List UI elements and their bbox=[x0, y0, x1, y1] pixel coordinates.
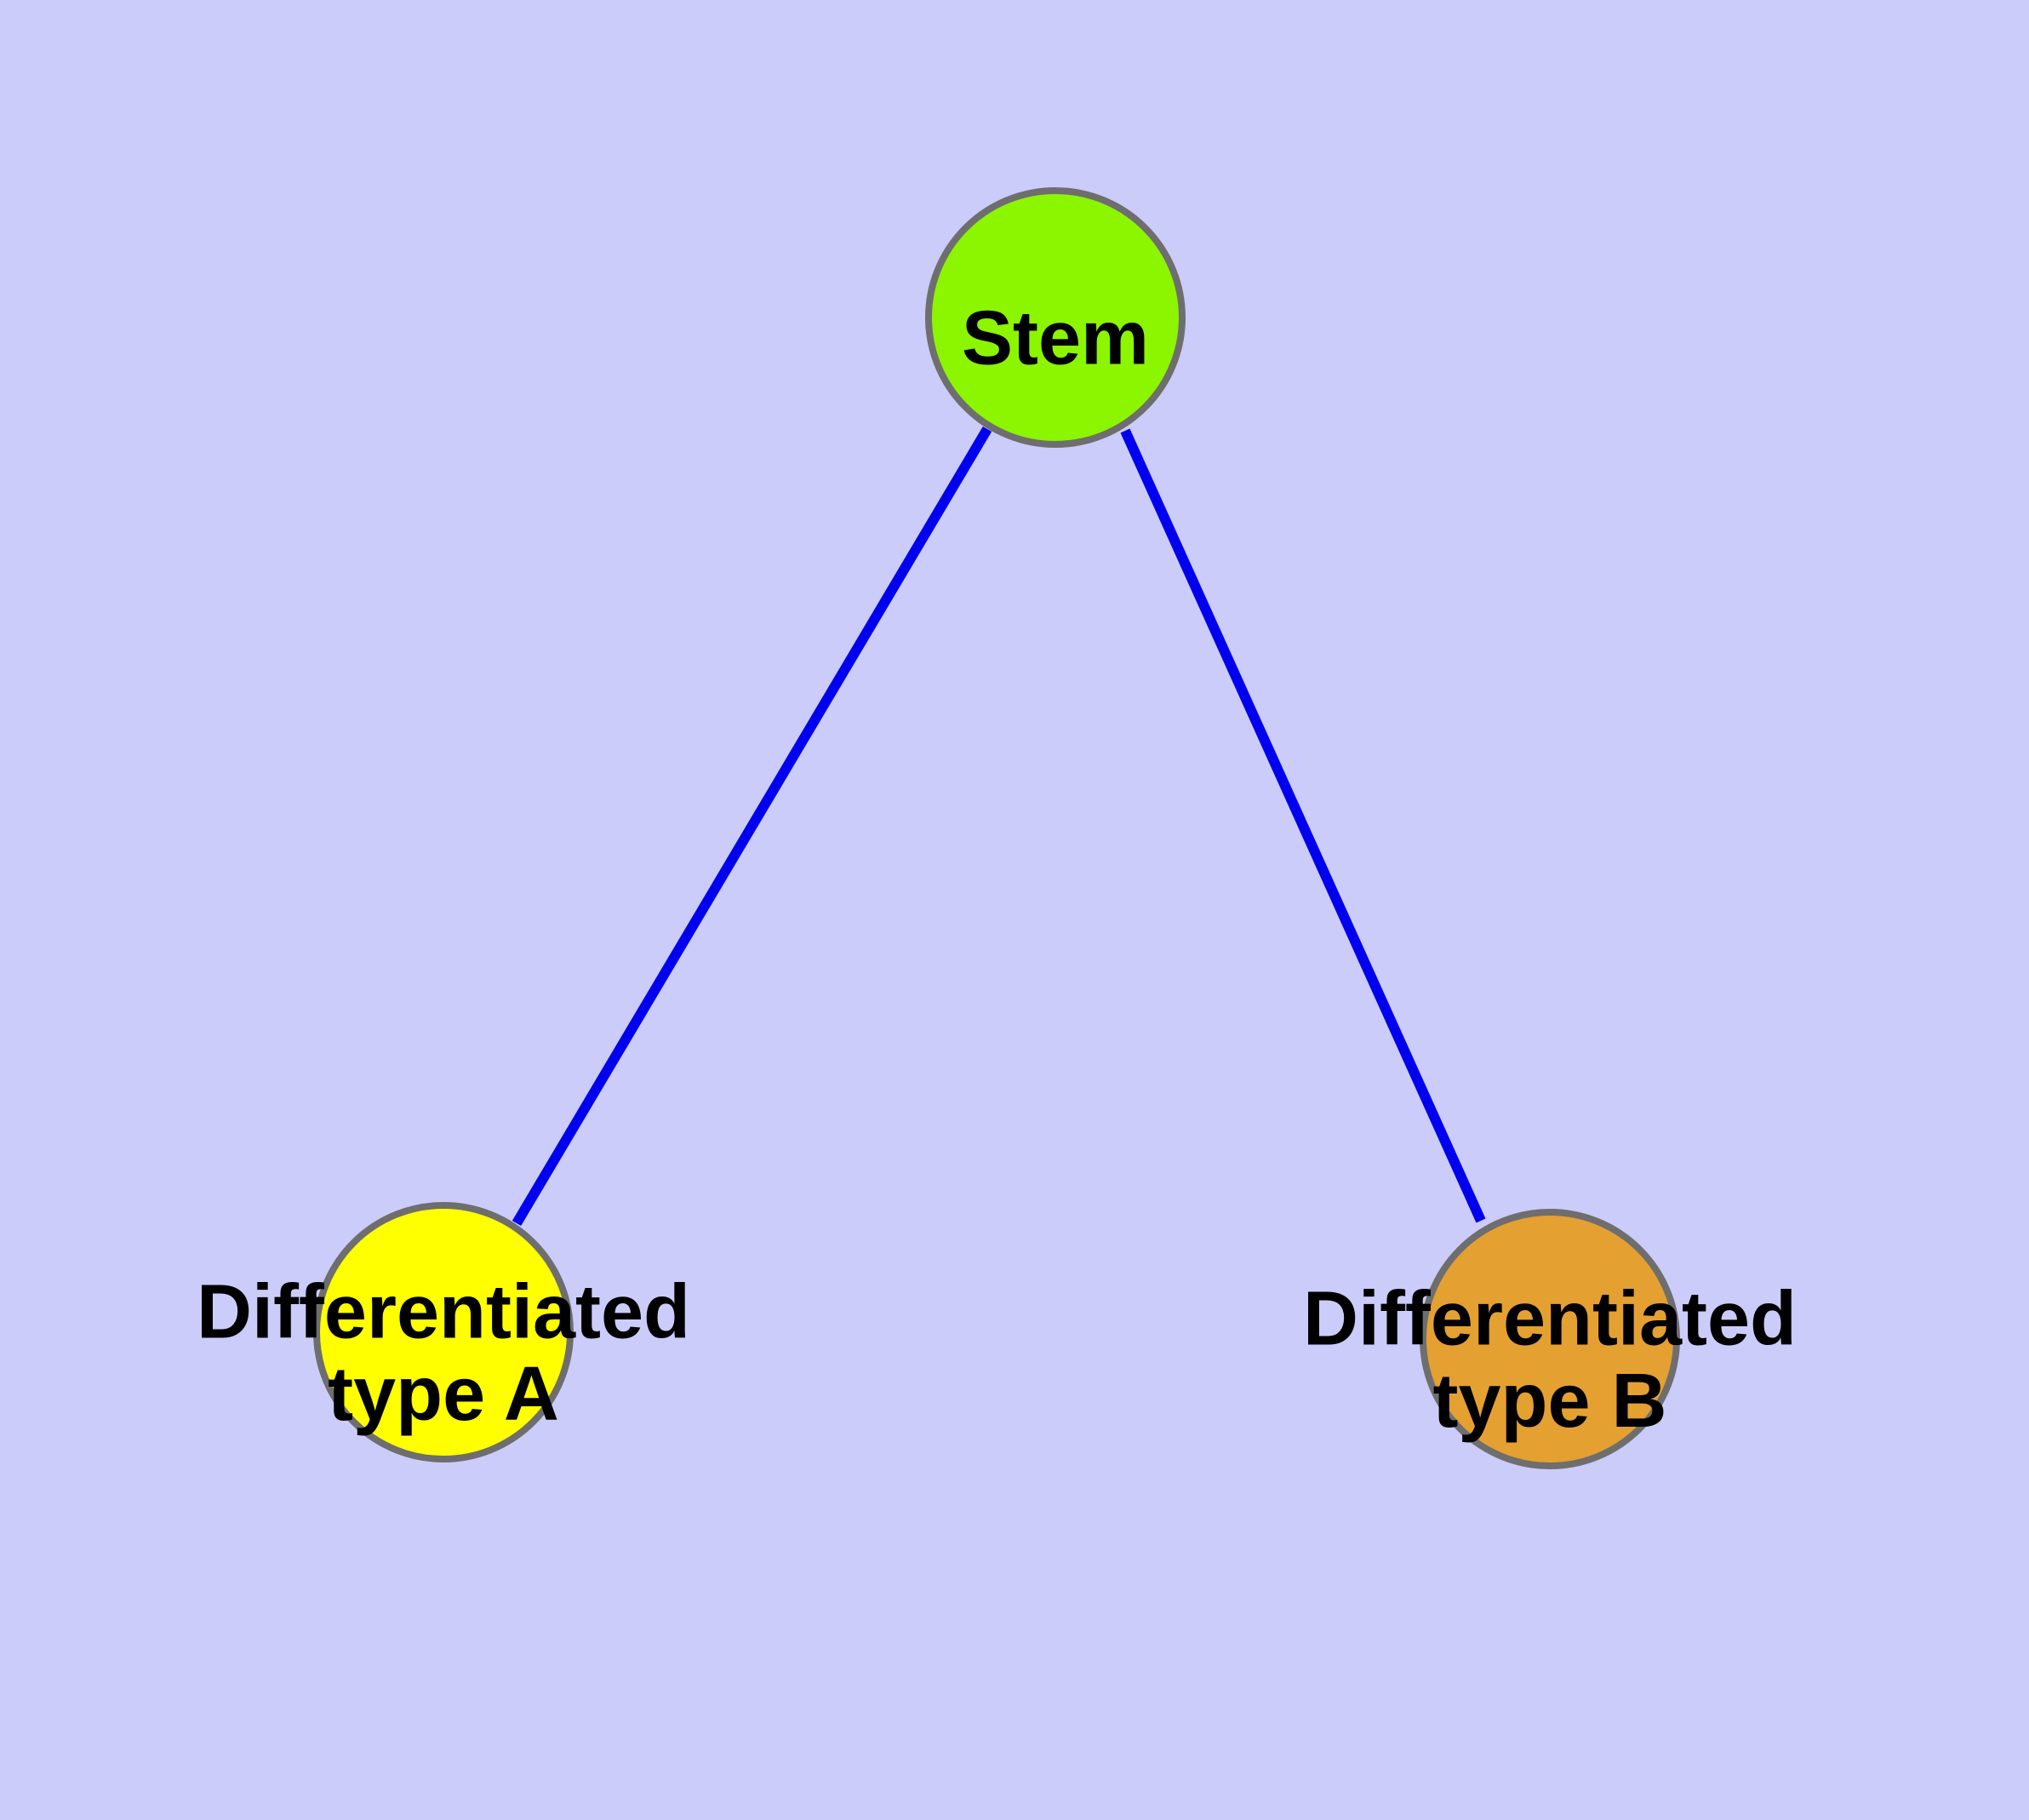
node-label-line: type A bbox=[328, 1352, 559, 1437]
edge-stem-to-differentiated-a[interactable] bbox=[512, 426, 992, 1227]
edge-layer bbox=[512, 426, 1486, 1227]
node-differentiated-type-a[interactable] bbox=[313, 1202, 574, 1462]
edge-stem-to-differentiated-b[interactable] bbox=[1120, 428, 1486, 1223]
node-label-line: type B bbox=[1432, 1359, 1666, 1444]
node-stem[interactable] bbox=[925, 187, 1186, 448]
node-label-line: Differentiated bbox=[197, 1269, 690, 1354]
node-circle-stem[interactable] bbox=[925, 187, 1186, 448]
node-differentiated-type-b[interactable] bbox=[1420, 1209, 1680, 1469]
node-layer bbox=[313, 187, 1680, 1469]
node-label-stem: Stem bbox=[962, 295, 1149, 381]
node-label-line: Differentiated bbox=[1303, 1276, 1797, 1361]
node-circle-differentiated-type-b[interactable] bbox=[1420, 1209, 1680, 1469]
node-label-line: Stem bbox=[962, 295, 1149, 381]
node-circle-differentiated-type-a[interactable] bbox=[313, 1202, 574, 1462]
